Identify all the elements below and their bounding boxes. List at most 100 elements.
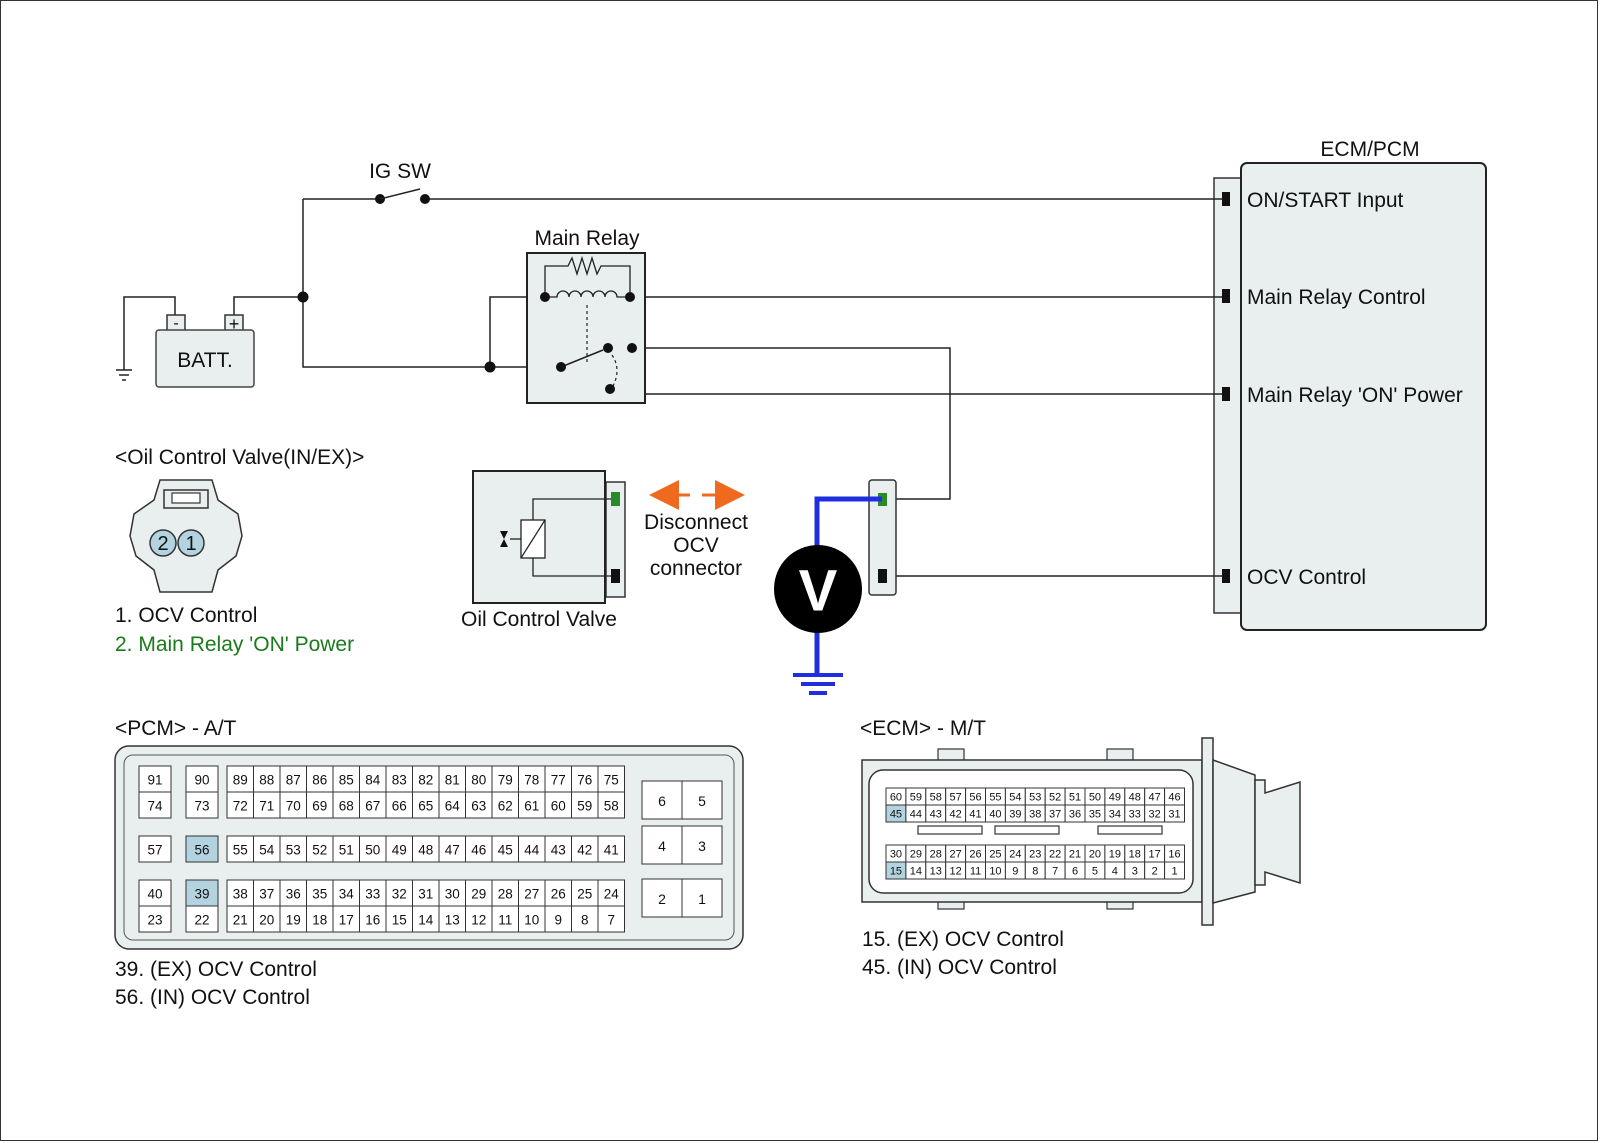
pin-number: 16 xyxy=(365,913,380,928)
pin-number: 46 xyxy=(471,843,486,858)
ecm-terminal xyxy=(1222,192,1230,206)
connector-pin: 18 xyxy=(1124,844,1146,863)
pin-cell xyxy=(253,835,281,863)
connector-pin: 6 xyxy=(1064,861,1086,880)
ecm-box xyxy=(1240,162,1487,631)
connector-pin: 31 xyxy=(412,879,440,907)
pin-cell xyxy=(465,905,493,933)
pin-cell xyxy=(518,879,546,907)
pin-number: 65 xyxy=(418,799,433,814)
pin-number: 20 xyxy=(259,913,274,928)
connector-pin: 20 xyxy=(1084,844,1106,863)
pin-cell xyxy=(465,765,493,793)
pin-cell xyxy=(332,835,360,863)
pin-number: 52 xyxy=(312,843,327,858)
connector-pin: 10 xyxy=(985,861,1006,880)
connector-pin: 39 xyxy=(185,879,219,907)
pin-number: 14 xyxy=(418,913,434,928)
pin-cell xyxy=(185,905,219,933)
pin-number: 69 xyxy=(312,799,327,814)
pin-number: 26 xyxy=(551,887,566,902)
connector-pin: 63 xyxy=(465,791,493,819)
connector-pin: 71 xyxy=(253,791,281,819)
pin-number: 26 xyxy=(969,849,981,861)
connector-pin: 76 xyxy=(571,765,599,793)
pin-cell xyxy=(438,905,466,933)
pin-cell xyxy=(412,791,440,819)
pin-number: 5 xyxy=(1092,866,1098,878)
connector-pin: 24 xyxy=(1004,844,1026,863)
pin-number: 54 xyxy=(1009,792,1021,804)
pin-number: 17 xyxy=(339,913,354,928)
pin-number: 55 xyxy=(989,792,1001,804)
connector-pin: 54 xyxy=(253,835,281,863)
pin-number: 36 xyxy=(1069,809,1081,821)
pin-number: 12 xyxy=(471,913,486,928)
connector-pin: 7 xyxy=(597,905,625,933)
pcm-title: <PCM> - A/T xyxy=(115,717,237,740)
connector-pin: 48 xyxy=(412,835,440,863)
pin-number: 13 xyxy=(445,913,460,928)
pin-cell xyxy=(185,791,219,819)
pin-number: 58 xyxy=(604,799,619,814)
connector-pin: 56 xyxy=(185,835,219,863)
connector-pin: 52 xyxy=(1044,787,1066,806)
pin-number: 56 xyxy=(194,843,209,858)
pin-cell xyxy=(185,835,219,863)
pin-number: 49 xyxy=(392,843,407,858)
battery-plus-label: + xyxy=(229,314,240,334)
pin-number: 79 xyxy=(498,773,513,788)
pin-cell xyxy=(491,835,519,863)
connector-pin: 57 xyxy=(138,835,172,863)
pin-cell xyxy=(306,835,334,863)
pin-cell xyxy=(438,791,466,819)
connector-pin: 38 xyxy=(1024,804,1046,823)
connector-pin: 51 xyxy=(1064,787,1086,806)
connector-pin: 15 xyxy=(885,861,907,880)
pin-number: 7 xyxy=(1052,866,1058,878)
pin-number: 16 xyxy=(1168,849,1180,861)
pin-number: 44 xyxy=(524,843,540,858)
connector-pin: 6 xyxy=(641,780,683,820)
pin-cell xyxy=(332,905,360,933)
pin-cell xyxy=(385,905,413,933)
connector-pin: 35 xyxy=(306,879,334,907)
connector-pin: 50 xyxy=(1084,787,1106,806)
connector-pin: 29 xyxy=(905,844,927,863)
pin-cell xyxy=(385,765,413,793)
connector-pin: 22 xyxy=(185,905,219,933)
pin-cell xyxy=(412,905,440,933)
pin-number: 77 xyxy=(551,773,566,788)
connector-pin: 61 xyxy=(518,791,546,819)
pin-number: 42 xyxy=(577,843,592,858)
connector-pin: 2 xyxy=(1144,861,1166,880)
pin-cell xyxy=(641,780,683,820)
connector-pin: 50 xyxy=(359,835,387,863)
connector-pin: 25 xyxy=(571,879,599,907)
pin-cell xyxy=(226,791,254,819)
pin-number: 47 xyxy=(445,843,460,858)
connector-pin: 79 xyxy=(491,765,519,793)
pin-number: 88 xyxy=(259,773,274,788)
pin-cell xyxy=(138,835,172,863)
connector-pin: 23 xyxy=(138,905,172,933)
connector-pin: 49 xyxy=(1104,787,1126,806)
connector-pin: 90 xyxy=(185,765,219,793)
pin-number: 38 xyxy=(233,887,248,902)
pin-number: 81 xyxy=(445,773,460,788)
probe-wire-positive xyxy=(814,496,882,548)
pin-number: 35 xyxy=(312,887,327,902)
pin-number: 10 xyxy=(989,866,1001,878)
ecm-pin-main-relay-control: Main Relay Control xyxy=(1222,286,1426,309)
disconnect-line-1: Disconnect xyxy=(644,511,748,534)
connector-pin: 86 xyxy=(306,765,334,793)
pin-cell xyxy=(491,765,519,793)
pin-number: 72 xyxy=(233,799,248,814)
main-relay: Main Relay xyxy=(526,227,646,404)
connector-pin: 16 xyxy=(1164,844,1185,863)
ocv-connector-title: <Oil Control Valve(IN/EX)> xyxy=(115,446,364,469)
connector-pin: 32 xyxy=(385,879,413,907)
